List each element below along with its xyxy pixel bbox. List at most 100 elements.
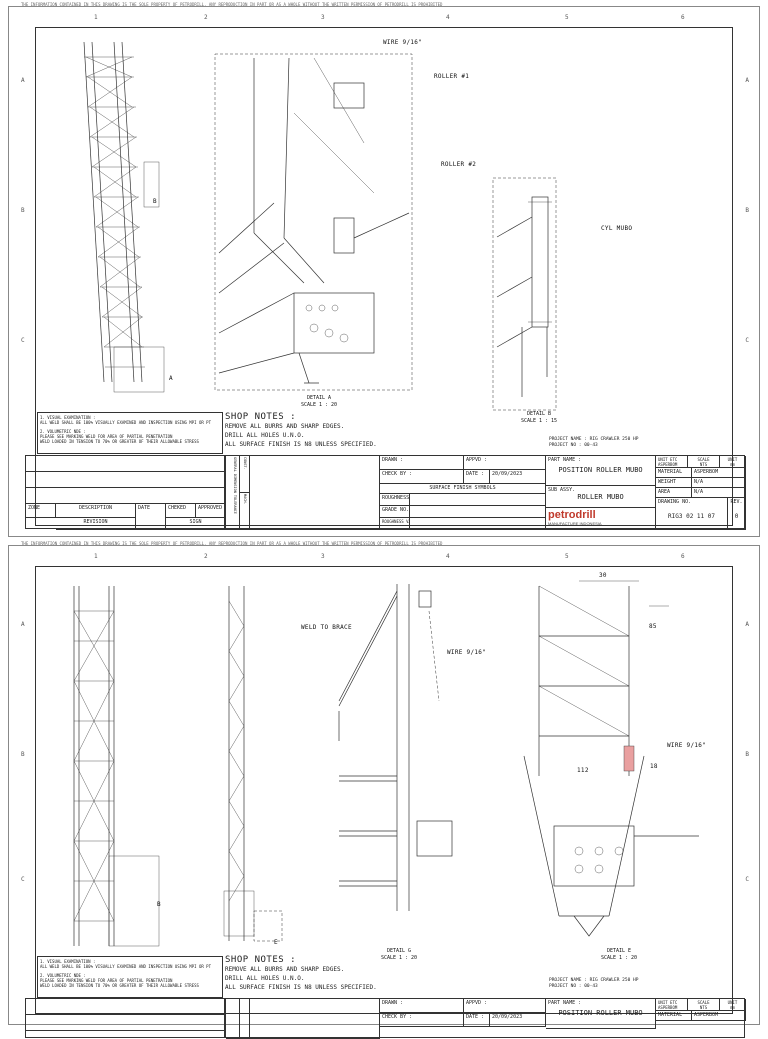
shop-note-1-s2: REMOVE ALL BURRS AND SHARP EDGES. (225, 966, 345, 973)
part-name-label: PART NAME : (548, 457, 582, 463)
material-value-s2: ASPERBOM (692, 1011, 746, 1021)
note-2a-s2: PLEASE SEE MARKING WELD FOR AREA OF PART… (40, 978, 173, 983)
area-value: N/A (692, 488, 746, 498)
drawn-label-s2: DRAWN : (380, 999, 464, 1013)
drawing-sheet-1: THE INFORMATION CONTAINED IN THIS DRAWIN… (8, 2, 760, 537)
rev-cell: REV. 0 (728, 498, 746, 530)
note-2-s2: 2. VOLUMETRIC NDE : (40, 973, 86, 978)
check-label: CHECK BY : (380, 470, 464, 484)
drawing-no-value: RIG3 02 11 07 (668, 513, 715, 520)
company-sub: MANUFACTURE INDONESIA (548, 521, 602, 526)
part-name-value-s2: POSITION ROLLER MUBO (558, 1009, 643, 1017)
drawing-sheet-2: THE INFORMATION CONTAINED IN THIS DRAWIN… (8, 541, 760, 1039)
project-info-s2: PROJECT NAME : RIG CRAWLER 250 HP PROJEC… (549, 978, 638, 990)
material-value: ASPERBOM (692, 468, 746, 478)
part-name-label-s2: PART NAME : (548, 1000, 582, 1006)
grade-label: GRADE NO. (380, 506, 410, 518)
callout-cyl-mubo: CYL MUBO (601, 225, 633, 232)
drawing-frame-2 (35, 566, 733, 1014)
project-name-s2: PROJECT NAME : RIG CRAWLER 250 HP (549, 978, 639, 983)
surface-finish-label: SURFACE FINISH SYMBOLS (380, 484, 546, 494)
grid-row-a: A (21, 77, 25, 84)
dimension-30: 30 (599, 572, 607, 579)
general-notes-s2: 1. VISUAL EXAMINATION : ALL WELD SHALL B… (37, 956, 223, 998)
scale-label: SCALE (697, 457, 710, 462)
drawing-no-cell: DRAWING NO. RIG3 02 11 07 (656, 498, 728, 530)
detail-e-label: DETAIL E SCALE 1 : 20 (584, 948, 654, 962)
detail-e-view (523, 580, 699, 937)
roughness-label: ROUGHNESS (380, 494, 410, 506)
mast-front-view (73, 586, 160, 947)
detail-g-title: DETAIL G (386, 948, 412, 954)
grid-row-a-s2: A (21, 621, 25, 628)
detail-e-title: DETAIL E (606, 948, 632, 954)
project-info: PROJECT NAME : RIG CRAWLER 250 HP PROJEC… (549, 437, 638, 449)
note-1-s2: 1. VISUAL EXAMINATION : (40, 959, 96, 964)
grid-row-c-s2: C (21, 876, 25, 883)
project-no: PROJECT NO : 00-43 (549, 443, 598, 448)
callout-weld-to-brace: WELD TO BRACE (301, 624, 352, 631)
unit-etc-value: ASPERBOM (658, 462, 678, 467)
detail-g-view (338, 584, 453, 911)
appvd-label-s2: APPVD : (464, 999, 546, 1013)
note-2b-s2: WELD LOADED IN TENSION TO 70% OR GREATER… (40, 983, 199, 988)
detail-a-view (214, 53, 413, 391)
uom-label-s2: UNIT (727, 1000, 738, 1005)
grid-row-a-right: A (745, 77, 749, 84)
uom-label: UNIT (727, 457, 738, 462)
grid-col-1: 1 (94, 14, 98, 21)
grid-row-c: C (21, 337, 25, 344)
shop-notes: SHOP NOTES : REMOVE ALL BURRS AND SHARP … (225, 413, 377, 449)
weight-label: WEIGHT (656, 478, 692, 488)
confidentiality-note-2: THE INFORMATION CONTAINED IN THIS DRAWIN… (21, 541, 443, 546)
grid-col-6: 6 (681, 14, 685, 21)
title-block: GENERAL DIMENSION TOLERANCE CONST. MACH.… (225, 455, 746, 530)
callout-roller-1: ROLLER #1 (434, 73, 470, 80)
date-header: DATE (136, 504, 166, 530)
unit-etc-label: UNIT ETC (658, 457, 678, 462)
note-2a: PLEASE SEE MARKING WELD FOR AREA OF PART… (40, 434, 173, 439)
grid-row-c-right: C (745, 337, 749, 344)
dimension-112: 112 (577, 767, 589, 774)
scale-value: NTS (699, 462, 708, 467)
date-label: DATE : (464, 470, 490, 484)
grid-row-c-right-s2: C (745, 876, 749, 883)
shop-note-2: DRILL ALL HOLES U.N.O. (225, 432, 305, 439)
detail-a-title: DETAIL A (306, 395, 332, 401)
date-value-s2: 20/09/2023 (490, 1013, 546, 1027)
approved-header: APPROVED (196, 504, 226, 518)
reference-b-s2: B (157, 901, 161, 908)
drawn-label: DRAWN : (380, 456, 464, 470)
description-header: DESCRIPTION (56, 504, 136, 518)
grid-col-2: 2 (204, 14, 208, 21)
shop-note-3: ALL SURFACE FINISH IS N8 UNLESS SPECIFIE… (225, 441, 377, 448)
grid-row-b-right-s2: B (745, 751, 749, 758)
grid-col-3: 3 (321, 14, 325, 21)
detail-b-title: DETAIL B (526, 411, 552, 417)
callout-wire-9-16: WIRE 9/16" (383, 39, 423, 46)
grid-col-1-s2: 1 (94, 553, 98, 560)
sub-assy-value: ROLLER MUBO (577, 493, 624, 501)
roughness-value-label: ROUGHNESS VALUE (380, 518, 410, 530)
dimension-18: 18 (650, 763, 658, 770)
unit-etc-label-s2: UNIT ETC (658, 1000, 678, 1005)
title-block-s2: DRAWN : APPVD : CHECK BY : DATE : 20/09/… (225, 998, 746, 1039)
mast-view (83, 41, 165, 393)
revision-header: REVISION (56, 518, 136, 530)
project-no-s2: PROJECT NO : 00-43 (549, 984, 598, 989)
note-2b: WELD LOADED IN TENSION TO 70% OR GREATER… (40, 439, 199, 444)
callout-roller-2: ROLLER #2 (441, 161, 477, 168)
part-name-cell: PART NAME : POSITION ROLLER MUBO (546, 456, 656, 486)
sub-assy-label: SUB ASSY. (548, 487, 576, 493)
shop-note-2-s2: DRILL ALL HOLES U.N.O. (225, 975, 305, 982)
zone-header: ZONE (26, 504, 56, 518)
check-label-s2: CHECK BY : (380, 1013, 464, 1027)
grid-row-b: B (21, 207, 25, 214)
